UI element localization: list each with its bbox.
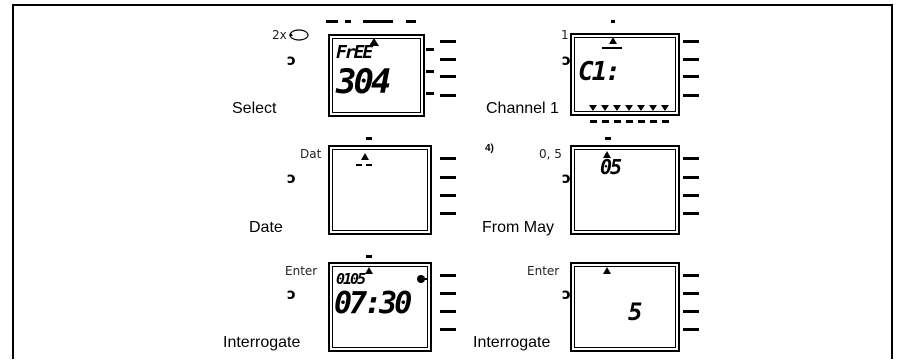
step-label: Date xyxy=(249,219,283,236)
lcd-display: 05 xyxy=(570,145,680,235)
indicator-bar xyxy=(406,20,416,23)
key-label: 0, 5 xyxy=(539,147,562,161)
key-label: Dat xyxy=(300,147,322,161)
day-bars xyxy=(590,120,669,123)
lcd-line-2: C1: xyxy=(578,57,621,87)
lcd-line-2: 5 xyxy=(628,298,643,326)
side-bar xyxy=(683,157,699,160)
side-bar xyxy=(440,58,456,61)
indicator-bar xyxy=(366,255,372,258)
side-bar xyxy=(683,328,699,331)
side-bar xyxy=(683,194,699,197)
key-label: Enter xyxy=(527,264,560,278)
arrow-up-icon xyxy=(365,267,373,274)
side-bar xyxy=(440,94,456,97)
rotate-icon xyxy=(289,29,309,41)
indicator-bar xyxy=(326,20,338,23)
lcd-line-2: 07:30 xyxy=(334,286,412,321)
side-bar xyxy=(440,292,456,295)
lcd-display: C1: xyxy=(570,33,680,116)
side-bar xyxy=(440,328,456,331)
footnote-ref: 4) xyxy=(485,143,494,154)
lcd-line-2: 304 xyxy=(336,62,391,102)
side-bar xyxy=(440,40,456,43)
side-bar xyxy=(440,75,456,78)
indicator-bar xyxy=(366,137,372,140)
step-label: Channel 1 xyxy=(486,100,559,117)
lcd-line-1: 0105 xyxy=(336,270,366,288)
step-label: Select xyxy=(232,100,277,117)
side-bar xyxy=(440,310,456,313)
side-bar xyxy=(683,176,699,179)
side-bar xyxy=(440,274,456,277)
side-bar xyxy=(440,176,456,179)
figure-frame xyxy=(12,4,893,359)
lcd-line-1: FrEE xyxy=(336,42,373,63)
day-arrows xyxy=(589,105,669,111)
side-bar xyxy=(683,40,699,43)
knob-icon: ɔ xyxy=(562,285,571,303)
lcd-display: 0105 07:30 xyxy=(328,262,432,352)
side-bar xyxy=(440,212,456,215)
dash xyxy=(602,47,622,49)
arrow-up-icon xyxy=(609,37,617,44)
lcd-display: FrEE 304 xyxy=(328,34,425,117)
side-bar xyxy=(683,274,699,277)
side-bar xyxy=(683,75,699,78)
indicator-bar xyxy=(605,137,611,140)
knob-icon: ɔ xyxy=(562,51,571,69)
indicator-bar xyxy=(611,20,615,23)
lcd-display: 5 xyxy=(570,262,680,352)
side-bar xyxy=(683,310,699,313)
indicator-bar xyxy=(363,20,393,23)
power-icon xyxy=(417,275,427,283)
side-bar xyxy=(440,157,456,160)
dash xyxy=(356,164,362,166)
key-label: 2x xyxy=(272,28,287,42)
knob-icon: ɔ xyxy=(562,169,571,187)
arrow-up-icon xyxy=(361,153,369,160)
knob-icon: ɔ xyxy=(287,51,296,69)
lcd-line-1: 05 xyxy=(600,155,622,179)
knob-icon: ɔ xyxy=(287,285,296,303)
arrow-up-icon xyxy=(603,267,611,274)
side-bar xyxy=(426,48,434,51)
side-bar xyxy=(683,212,699,215)
step-label: Interrogate xyxy=(473,334,551,351)
side-bar xyxy=(426,92,434,95)
key-label: 1 xyxy=(561,28,569,42)
side-bar xyxy=(440,194,456,197)
indicator-bar xyxy=(345,20,351,23)
side-bar xyxy=(426,70,434,73)
side-bar xyxy=(683,58,699,61)
arrow-up-icon xyxy=(369,38,379,46)
step-label: Interrogate xyxy=(223,334,301,351)
key-label: Enter xyxy=(285,264,318,278)
step-label: From May xyxy=(482,219,554,236)
knob-icon: ɔ xyxy=(287,169,296,187)
lcd-display xyxy=(328,145,432,235)
arrow-up-icon xyxy=(603,151,611,158)
side-bar xyxy=(683,292,699,295)
dash xyxy=(366,164,372,166)
side-bar xyxy=(683,94,699,97)
